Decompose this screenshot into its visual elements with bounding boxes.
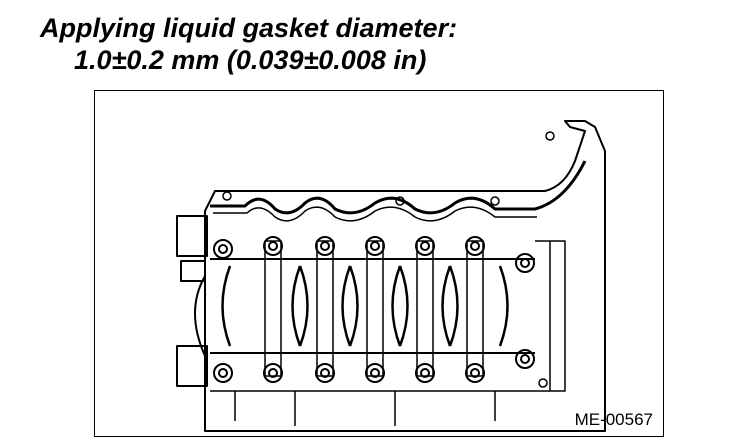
heading: Applying liquid gasket diameter: 1.0±0.2… [40,12,457,76]
gasket-bead-line-inner [213,206,537,222]
left-boss [176,215,208,257]
gasket-bead-line [210,160,587,215]
flange-holes [222,131,555,388]
journal-arcs [221,265,509,347]
heading-line-1: Applying liquid gasket diameter: [40,13,458,43]
bottom-edge [210,390,535,426]
left-boss-2 [180,260,206,282]
figure-code: ME-00567 [574,410,653,429]
bulkhead-bars [264,240,484,377]
left-crank-arc [194,275,206,357]
figure-frame: ME-00567 [94,90,664,437]
block-outline [204,120,606,432]
engine-block-drawing [176,120,606,432]
heading-line-2: 1.0±0.2 mm (0.039±0.008 in) [74,45,427,75]
left-boss-3 [176,345,208,387]
upper-bolt-row [213,236,535,273]
lower-bolt-row [213,349,535,383]
